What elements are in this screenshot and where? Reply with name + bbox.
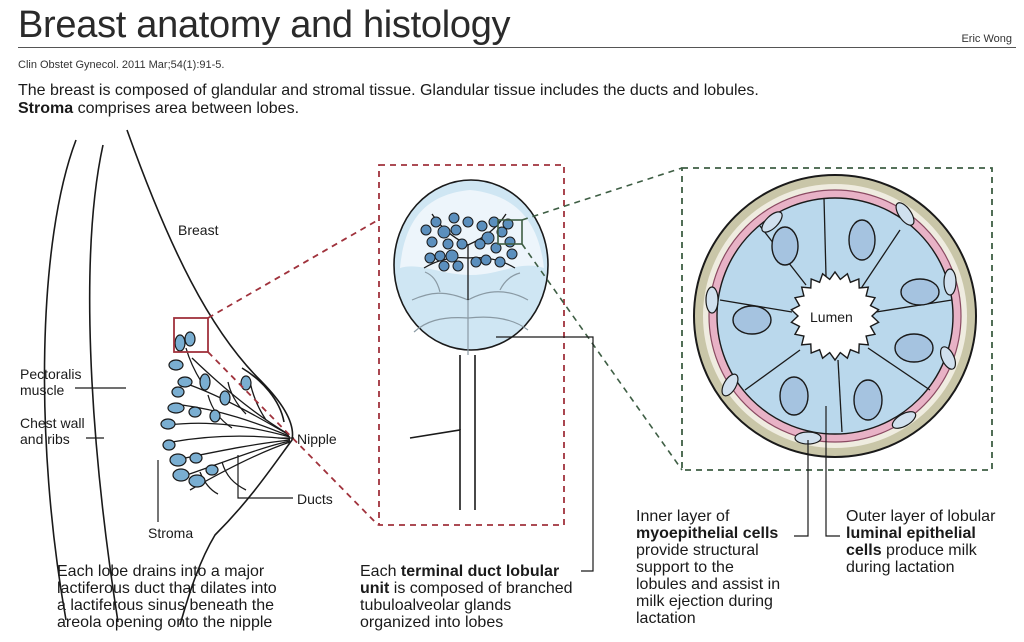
inner-caption-line5: lobules and assist in: [636, 576, 781, 593]
citation: Clin Obstet Gynecol. 2011 Mar;54(1):91-5…: [18, 59, 225, 71]
alveoli-cluster: [160, 331, 252, 488]
tdlu-caption-pre: Each: [360, 563, 401, 580]
ductule-branches: [411, 271, 529, 355]
lumen-label: Lumen: [810, 309, 853, 325]
stroma-label: Stroma: [148, 525, 194, 541]
tdlu-caption-line1: Each terminal duct lobular: [360, 563, 573, 580]
tdlu-caption-line2: unit is composed of branched: [360, 580, 573, 597]
outer-caption-line3: cells produce milk: [846, 542, 995, 559]
inner-caption-line1: Inner layer of: [636, 508, 730, 525]
chest-wall-label: Chest wall and ribs: [20, 415, 85, 447]
inner-caption-line6: milk ejection during: [636, 593, 773, 610]
inner-caption-line4: support to the: [636, 559, 734, 576]
ducts-label: Ducts: [297, 491, 333, 507]
page-title: Breast anatomy and histology: [18, 4, 511, 46]
title-rule: [18, 47, 1016, 48]
breast-skin-outline: [126, 129, 294, 626]
inner-caption-line7: lactation: [636, 610, 696, 627]
outer-caption-bold1: luminal epithelial: [846, 525, 976, 542]
epithelial-nuclei: [732, 219, 940, 421]
outer-caption-rest2: produce milk: [881, 542, 977, 559]
tdlu-caption-bold2: unit: [360, 580, 390, 597]
tdlu-caption: Each terminal duct lobular unit is compo…: [360, 563, 573, 631]
tdlu-frame: [378, 164, 565, 526]
breast-label: Breast: [178, 222, 219, 238]
inner-caption-line3: provide structural: [636, 542, 759, 559]
tdlu-caption-bold1: terminal duct lobular: [400, 563, 560, 580]
lumen: [790, 270, 880, 362]
zoom-box-tiny: [497, 219, 523, 245]
cell-boundaries: [719, 197, 953, 433]
zoom-box-small: [173, 317, 209, 353]
author: Eric Wong: [961, 33, 1012, 45]
intro-text: The breast is composed of glandular and …: [18, 82, 759, 118]
tdlu-alveoli: [420, 212, 518, 272]
lobe-caption-line3: a lactiferous sinus beneath the: [57, 597, 275, 614]
lobe-caption: Each lobe drains into a major lactiferou…: [57, 563, 277, 631]
acinus-frame: [681, 167, 993, 471]
intro-line-1: The breast is composed of glandular and …: [18, 82, 759, 99]
pectoralis-label: Pectoralis muscle: [20, 366, 81, 398]
outer-layer-caption: Outer layer of lobular luminal epithelia…: [846, 508, 995, 576]
inner-layer-caption: Inner layer of myoepithelial cells provi…: [636, 508, 780, 627]
nipple-label: Nipple: [297, 431, 337, 447]
outer-caption-line1: Outer layer of lobular: [846, 508, 996, 525]
zoom-lines-green: [521, 167, 683, 471]
tdlu-caption-line3: tubuloalveolar glands: [360, 597, 512, 614]
leader-lines-panel3: [794, 406, 840, 537]
terminal-duct: [409, 355, 476, 510]
outer-caption-line2: luminal epithelial: [846, 525, 995, 542]
intro-stroma-term: Stroma: [18, 100, 74, 117]
pectoralis-outline: [88, 144, 119, 623]
zoom-lines-red: [207, 219, 379, 526]
leader-lines-panel1: [75, 387, 294, 522]
lobe-caption-line4: areola opening onto the nipple: [57, 614, 273, 631]
chest-wall-label-line1: Chest wall: [20, 415, 85, 431]
lobe-caption-line2: lactiferous duct that dilates into: [57, 580, 277, 597]
tdlu-caption-post: is composed of branched: [389, 580, 573, 597]
inner-caption-bold: myoepithelial cells: [636, 525, 779, 542]
chest-wall-label-line2: and ribs: [20, 431, 70, 447]
tdlu-leader-line: [496, 336, 594, 572]
tdlu-caption-line4: organized into lobes: [360, 614, 504, 631]
outer-caption-bold2: cells: [846, 542, 882, 559]
intro-line-2-rest: comprises area between lobes.: [73, 100, 300, 117]
areola-outline: [241, 367, 285, 423]
inner-caption-line2: myoepithelial cells: [636, 525, 780, 542]
breast-sagittal-view: [43, 129, 294, 626]
intro-line-2: Stroma comprises area between lobes.: [18, 100, 759, 118]
pectoralis-label-line2: muscle: [20, 382, 65, 398]
pectoralis-label-line1: Pectoralis: [20, 366, 82, 382]
outer-caption-line4: during lactation: [846, 559, 955, 576]
lobe-caption-line1: Each lobe drains into a major: [57, 563, 265, 580]
chest-wall-outline: [43, 139, 77, 621]
